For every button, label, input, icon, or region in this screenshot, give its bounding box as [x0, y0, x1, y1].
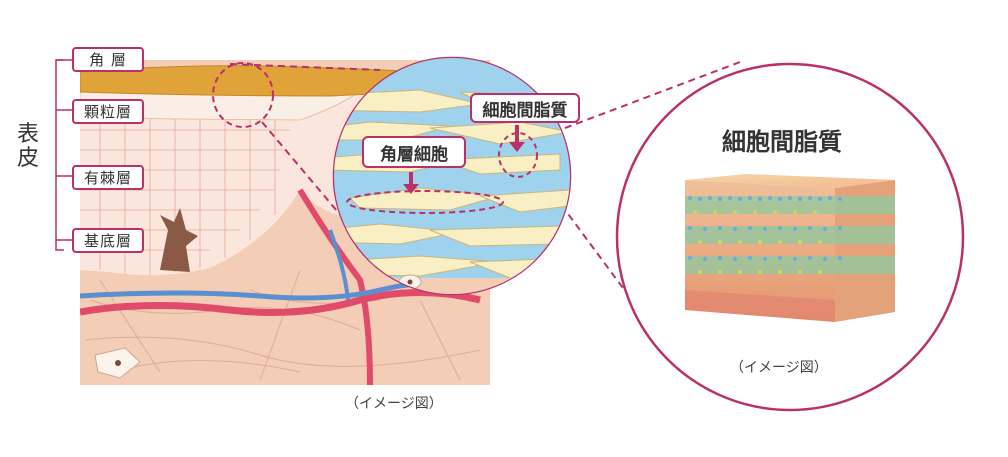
corneocyte-marker [346, 190, 504, 214]
callout-corneocyte: 角層細胞 [362, 136, 466, 168]
caption-right: （イメージ図） [730, 360, 828, 376]
detail-title: 細胞間脂質 [722, 128, 842, 156]
callout-intercellular-lipid: 細胞間脂質 [470, 93, 580, 123]
blood-vessel-red [80, 289, 481, 316]
layer-label-stratum-corneum: 角 層 [72, 47, 144, 72]
callout-arrows [403, 125, 525, 194]
layer-label-stratum-granulosum: 顆粒層 [72, 99, 144, 124]
lipid-bilayer-cube [685, 174, 895, 322]
lipid-marker [498, 132, 538, 178]
melanocyte [160, 208, 198, 272]
epidermis-bracket [55, 59, 72, 251]
lipid-layers [685, 196, 895, 274]
epidermis-label: 表皮 [16, 122, 39, 171]
layer-label-stratum-spinosum: 有棘層 [72, 165, 144, 190]
layer-label-stratum-basale: 基底層 [72, 228, 144, 253]
zoom-marker [212, 62, 274, 128]
caption-left: （イメージ図） [345, 396, 443, 412]
